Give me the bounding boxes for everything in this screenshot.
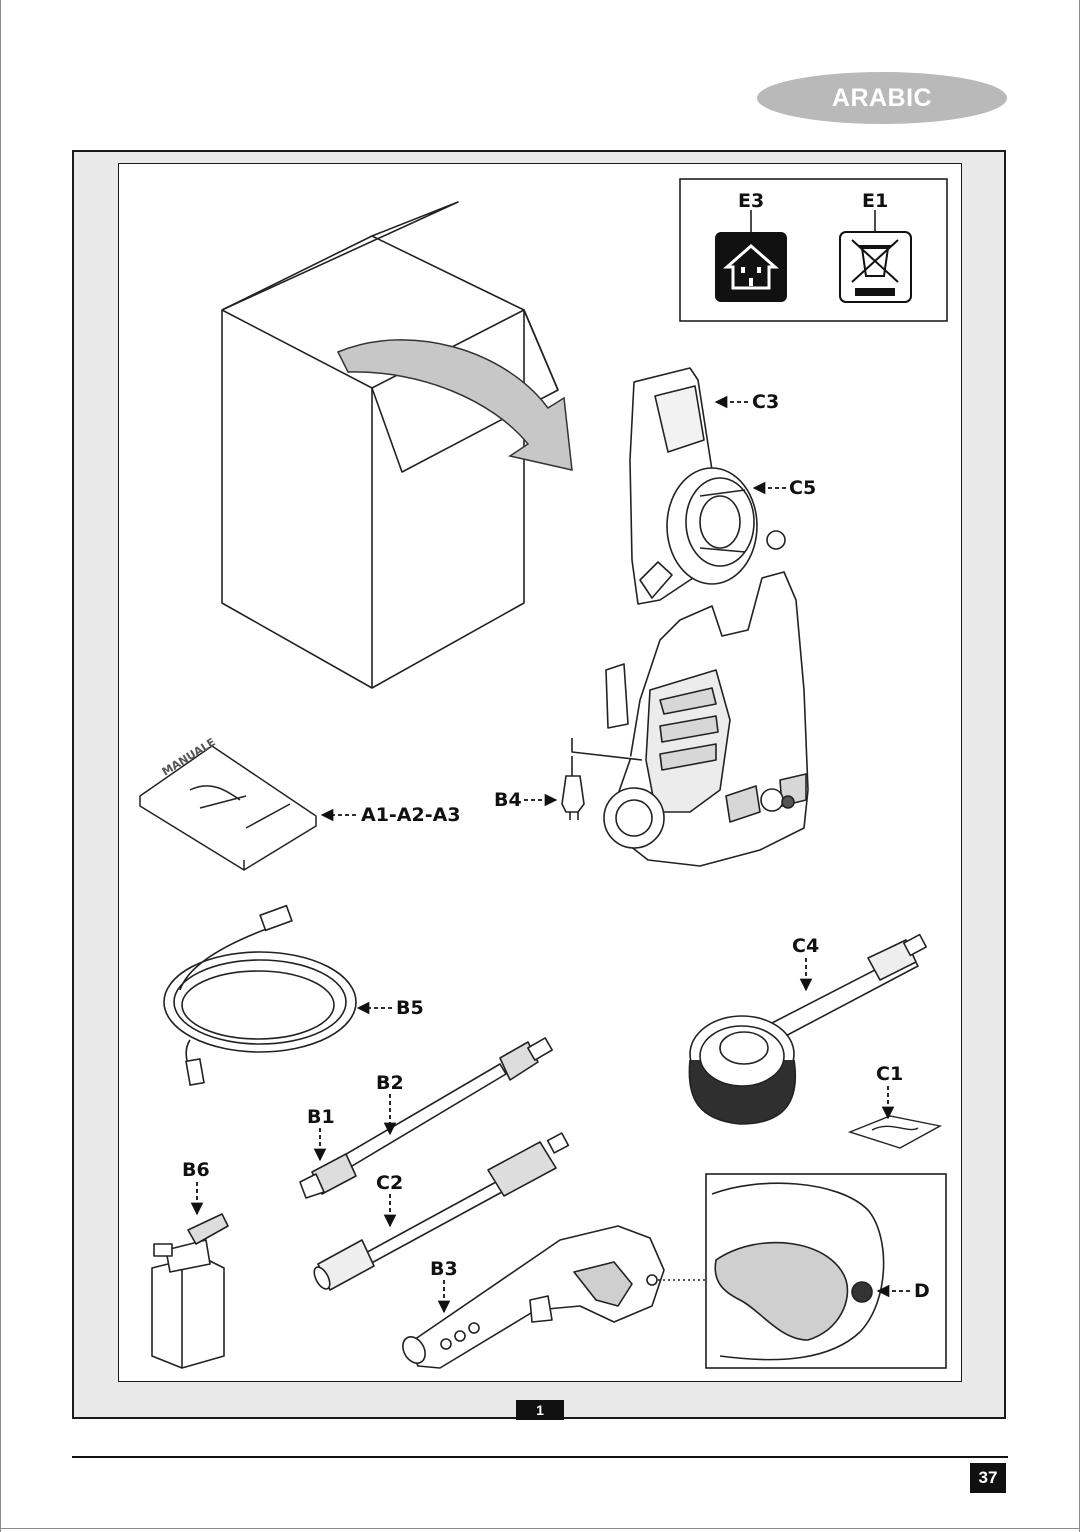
unpack-arrow: [336, 339, 573, 471]
instruction-manual: [139, 745, 317, 871]
label-hose-reel: C5: [789, 477, 817, 499]
figure-number: 1: [516, 1400, 564, 1420]
lance-straight: [299, 1037, 553, 1199]
lance-nozzle: [313, 1132, 570, 1291]
label-spray-gun: B3: [430, 1258, 458, 1280]
symbol-label-e3: E3: [738, 190, 765, 212]
wash-brush: [688, 933, 928, 1125]
footer-rule: [72, 1456, 1008, 1458]
handle-assembly: [629, 367, 786, 605]
page-edge-left: [0, 0, 1, 1532]
symbol-label-e1: E1: [862, 190, 889, 212]
label-nozzle-lance: C2: [376, 1172, 404, 1194]
power-plug: [561, 756, 585, 820]
label-detergent-bottle: B6: [182, 1159, 210, 1181]
label-brush: C4: [792, 935, 820, 957]
sachet: [847, 1115, 943, 1149]
label-arrows: [190, 395, 910, 1314]
label-sachet: C1: [876, 1063, 904, 1085]
house-plug-icon: [715, 232, 787, 302]
page-edge-bottom: [0, 1528, 1080, 1529]
label-lance-top: B2: [376, 1072, 404, 1094]
label-plug: B4: [494, 789, 522, 811]
hose-coil: [163, 904, 357, 1086]
packaging-box: [221, 201, 559, 689]
detergent-bottle: [151, 1213, 229, 1369]
language-tab: ARABIC: [757, 72, 1007, 124]
spray-gun: [402, 1225, 665, 1369]
page-number: 37: [970, 1463, 1006, 1493]
label-handle: C3: [752, 391, 780, 413]
label-hose: B5: [396, 997, 424, 1019]
pressure-washer: [571, 571, 809, 867]
label-gun-detail: D: [914, 1280, 930, 1302]
crossed-bin-icon: [839, 231, 912, 303]
label-lance-bottom: B1: [307, 1106, 335, 1128]
trigger-detail: [711, 1182, 885, 1361]
label-manual: A1-A2-A3: [361, 804, 461, 826]
